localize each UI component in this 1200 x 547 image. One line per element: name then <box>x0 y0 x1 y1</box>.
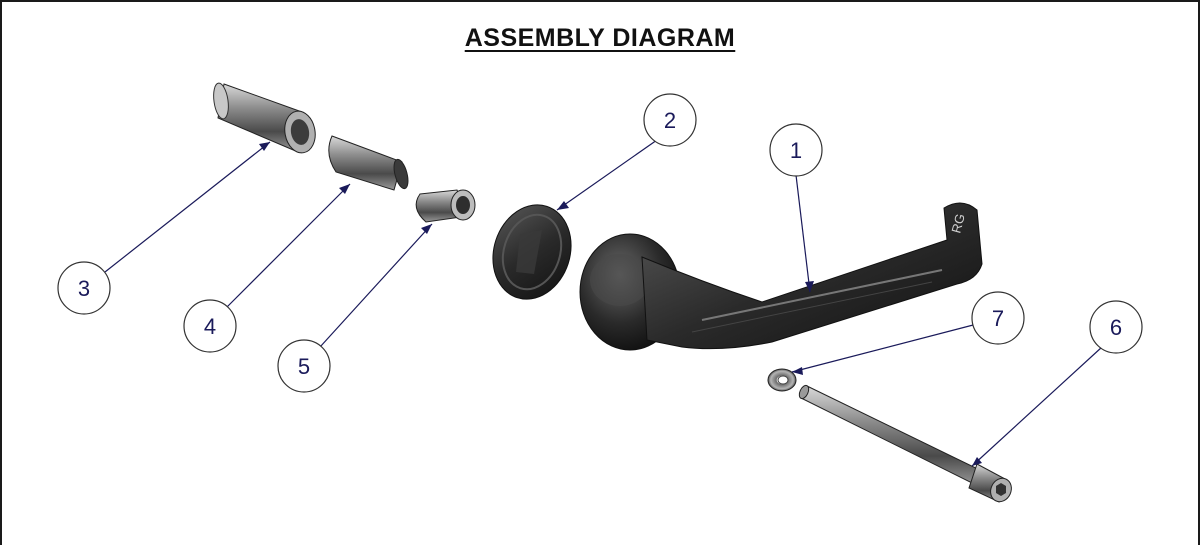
callout-1-label: 1 <box>790 138 802 163</box>
part-6-bolt <box>798 384 1012 503</box>
part-1-lever-guard: RG <box>579 202 983 351</box>
lever-mark-text: RG <box>948 212 968 235</box>
leader-6 <box>971 346 1103 467</box>
callout-2: 2 <box>643 93 697 147</box>
leader-3 <box>104 141 271 273</box>
leader-5 <box>319 223 433 348</box>
part-5-insert-bushing <box>415 189 476 223</box>
callout-2-label: 2 <box>664 108 676 133</box>
part-2-end-cap <box>492 204 572 300</box>
callout-6: 6 <box>1089 300 1143 354</box>
leader-lines <box>104 139 1103 467</box>
callout-4-label: 4 <box>204 314 216 339</box>
callout-4: 4 <box>183 299 237 353</box>
callout-1: 1 <box>769 123 823 177</box>
leader-1 <box>795 174 811 293</box>
part-3-spacer-tube <box>213 82 316 154</box>
callout-3-label: 3 <box>78 276 90 301</box>
callout-7-label: 7 <box>992 306 1004 331</box>
diagram-title: ASSEMBLY DIAGRAM <box>464 24 736 52</box>
part-7-washer <box>767 368 797 392</box>
callout-5-label: 5 <box>298 354 310 379</box>
callout-3: 3 <box>57 261 111 315</box>
leader-4 <box>226 183 351 308</box>
leader-2 <box>556 139 658 211</box>
part-4-tapered-sleeve <box>328 135 409 191</box>
callout-5: 5 <box>277 339 331 393</box>
callout-7: 7 <box>971 291 1025 345</box>
callout-6-label: 6 <box>1110 315 1122 340</box>
leader-7 <box>791 323 978 373</box>
